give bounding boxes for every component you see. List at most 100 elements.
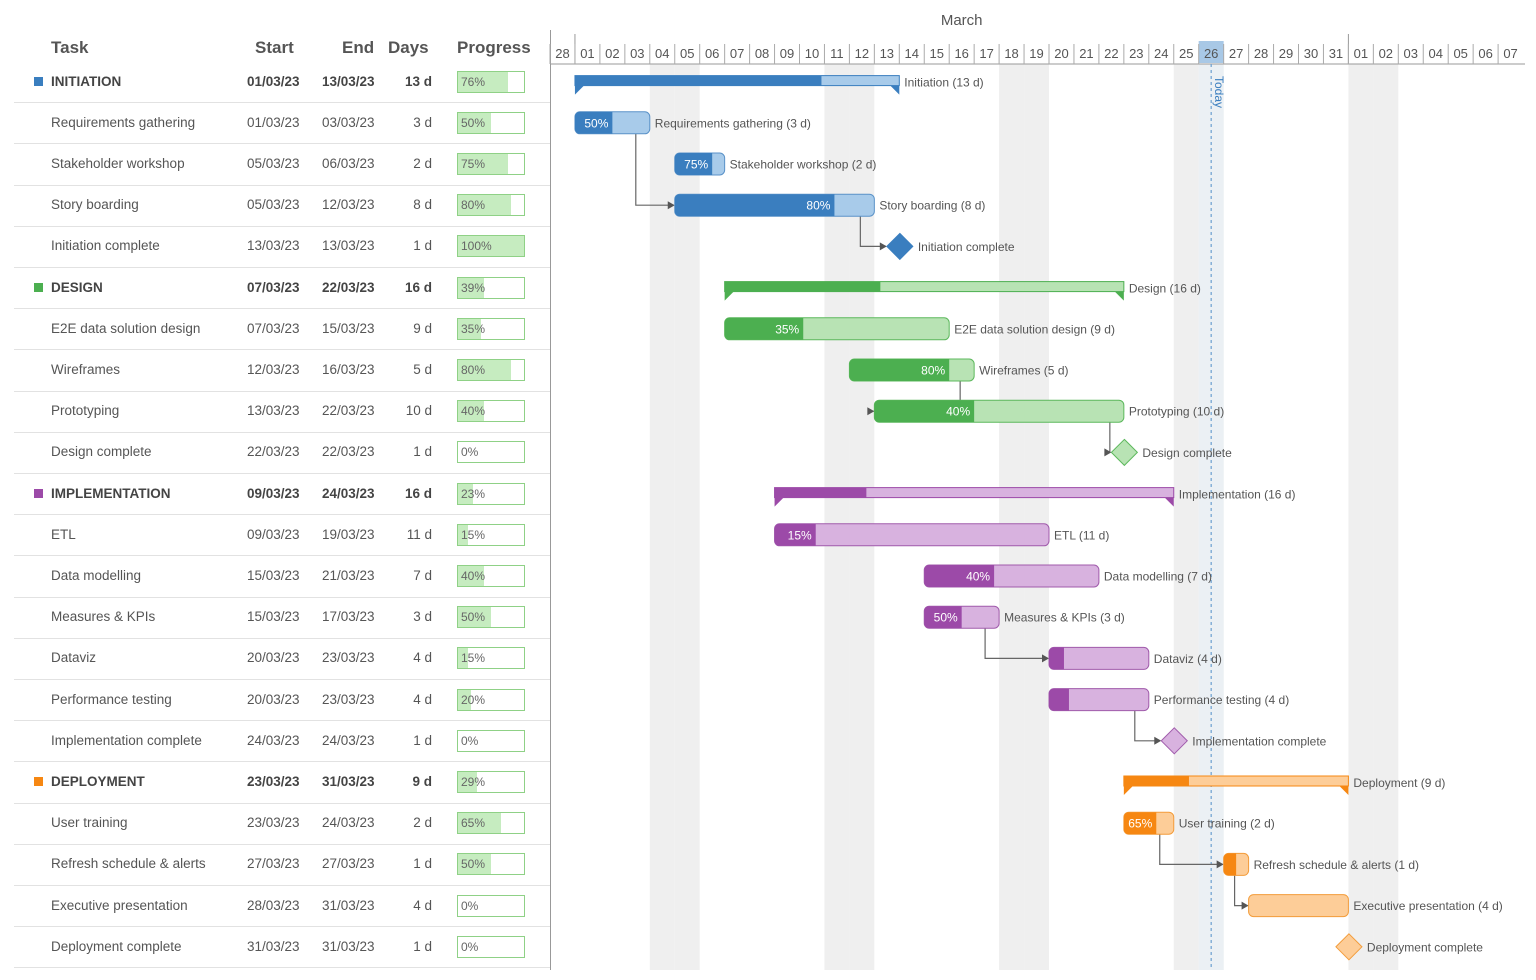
weekend-shade bbox=[999, 64, 1025, 970]
progress-fill bbox=[458, 112, 491, 133]
task-label: User training (2 d) bbox=[1179, 817, 1275, 831]
day-label: 26 bbox=[1204, 46, 1218, 61]
duration: 1 d bbox=[413, 856, 432, 872]
day-label: 15 bbox=[929, 46, 943, 61]
task-name: Executive presentation bbox=[51, 897, 188, 913]
day-label: 30 bbox=[1304, 46, 1318, 61]
end-date: 13/03/23 bbox=[322, 73, 375, 89]
progress-value: 15% bbox=[461, 527, 486, 542]
end-date: 17/03/23 bbox=[322, 609, 375, 625]
dependency-link bbox=[984, 628, 1048, 659]
day-label: 04 bbox=[655, 46, 669, 61]
progress-bar: 50% bbox=[457, 111, 525, 134]
start-date: 22/03/23 bbox=[247, 444, 300, 460]
row-separator bbox=[14, 102, 550, 103]
header-task[interactable]: Task bbox=[51, 38, 89, 57]
row-separator bbox=[14, 679, 550, 680]
progress-value: 75% bbox=[461, 157, 486, 171]
progress-value: 76% bbox=[461, 74, 486, 89]
day-label: 03 bbox=[1404, 46, 1418, 61]
header-days[interactable]: Days bbox=[388, 38, 429, 57]
end-date: 22/03/23 bbox=[322, 444, 375, 460]
row-separator bbox=[14, 143, 550, 144]
task-label: Refresh schedule & alerts (1 d) bbox=[1254, 858, 1419, 872]
row-separator bbox=[14, 926, 550, 927]
end-date: 19/03/23 bbox=[322, 526, 375, 542]
task-bar-percent: 75% bbox=[684, 158, 708, 172]
task-bar-percent: 35% bbox=[775, 322, 799, 336]
dependency-link bbox=[1159, 834, 1223, 865]
task-bar-progress bbox=[1123, 812, 1157, 835]
start-date: 01/03/23 bbox=[247, 114, 300, 130]
task-name: Stakeholder workshop bbox=[51, 156, 185, 171]
progress-value: 15% bbox=[461, 651, 486, 666]
day-label: 05 bbox=[1453, 46, 1467, 61]
task-label: Wireframes (5 d) bbox=[979, 364, 1068, 378]
start-date: 05/03/23 bbox=[247, 197, 300, 213]
start-date: 15/03/23 bbox=[247, 609, 300, 625]
dependency-arrowhead bbox=[1241, 901, 1249, 910]
milestone-label: Implementation complete bbox=[1192, 734, 1326, 748]
task-label: Stakeholder workshop (2 d) bbox=[730, 158, 877, 172]
start-date: 27/03/23 bbox=[247, 856, 300, 872]
day-label: 06 bbox=[1478, 46, 1492, 61]
day-label: 01 bbox=[580, 46, 594, 61]
milestone-diamond bbox=[1110, 438, 1139, 467]
task-label: ETL (11 d) bbox=[1054, 528, 1109, 542]
row-separator bbox=[14, 185, 550, 186]
progress-value: 0% bbox=[461, 898, 479, 913]
task-name: User training bbox=[51, 815, 128, 831]
end-date: 27/03/23 bbox=[322, 856, 375, 872]
dependency-arrowhead bbox=[1104, 448, 1112, 457]
start-date: 20/03/23 bbox=[247, 691, 300, 707]
task-name: Wireframes bbox=[51, 362, 121, 377]
task-bar-percent: 50% bbox=[934, 611, 958, 625]
day-label: 28 bbox=[555, 46, 569, 61]
end-date: 15/03/23 bbox=[322, 320, 375, 336]
weekend-shade bbox=[1373, 64, 1399, 970]
progress-fill bbox=[458, 566, 485, 586]
group-color-marker bbox=[34, 76, 43, 86]
summary-left-cap bbox=[724, 291, 734, 301]
dependency-link bbox=[1234, 875, 1248, 907]
duration: 3 d bbox=[413, 609, 432, 625]
start-date: 23/03/23 bbox=[247, 774, 300, 789]
task-bar-percent: 15% bbox=[788, 528, 812, 542]
milestone-label: Initiation complete bbox=[918, 240, 1015, 254]
start-date: 28/03/23 bbox=[247, 897, 300, 913]
header-start[interactable]: Start bbox=[255, 38, 294, 57]
milestone-label: Deployment complete bbox=[1367, 940, 1483, 954]
progress-bar: 35% bbox=[457, 317, 525, 340]
summary-bar-progress bbox=[774, 487, 867, 498]
progress-bar: 76% bbox=[457, 70, 525, 93]
panel-divider[interactable] bbox=[550, 30, 551, 970]
dependency-arrowhead bbox=[1042, 654, 1049, 663]
progress-bar: 75% bbox=[457, 153, 525, 175]
progress-value: 35% bbox=[461, 321, 486, 336]
start-date: 13/03/23 bbox=[247, 403, 300, 419]
progress-bar: 39% bbox=[457, 276, 525, 299]
row-separator bbox=[14, 514, 550, 515]
task-bar-progress bbox=[849, 359, 950, 381]
duration: 13 d bbox=[404, 73, 432, 89]
progress-value: 50% bbox=[461, 115, 486, 130]
duration: 1 d bbox=[413, 732, 432, 748]
task-name: Implementation complete bbox=[51, 732, 202, 748]
dependency-link bbox=[1134, 710, 1161, 742]
header-end[interactable]: End bbox=[342, 38, 375, 57]
duration: 10 d bbox=[405, 403, 432, 419]
task-label: Requirements gathering (3 d) bbox=[655, 116, 811, 130]
summary-bar-progress bbox=[724, 281, 881, 292]
end-date: 23/03/23 bbox=[322, 650, 375, 666]
day-label: 12 bbox=[855, 46, 869, 61]
duration: 2 d bbox=[413, 156, 432, 171]
row-separator bbox=[14, 473, 550, 474]
end-date: 23/03/23 bbox=[322, 691, 375, 707]
task-name: Performance testing bbox=[51, 691, 172, 707]
header-progress[interactable]: Progress bbox=[457, 38, 531, 57]
task-name: Requirements gathering bbox=[51, 114, 196, 130]
task-name: Refresh schedule & alerts bbox=[51, 856, 206, 872]
task-bar bbox=[1248, 894, 1349, 918]
task-name: Design complete bbox=[51, 444, 152, 460]
